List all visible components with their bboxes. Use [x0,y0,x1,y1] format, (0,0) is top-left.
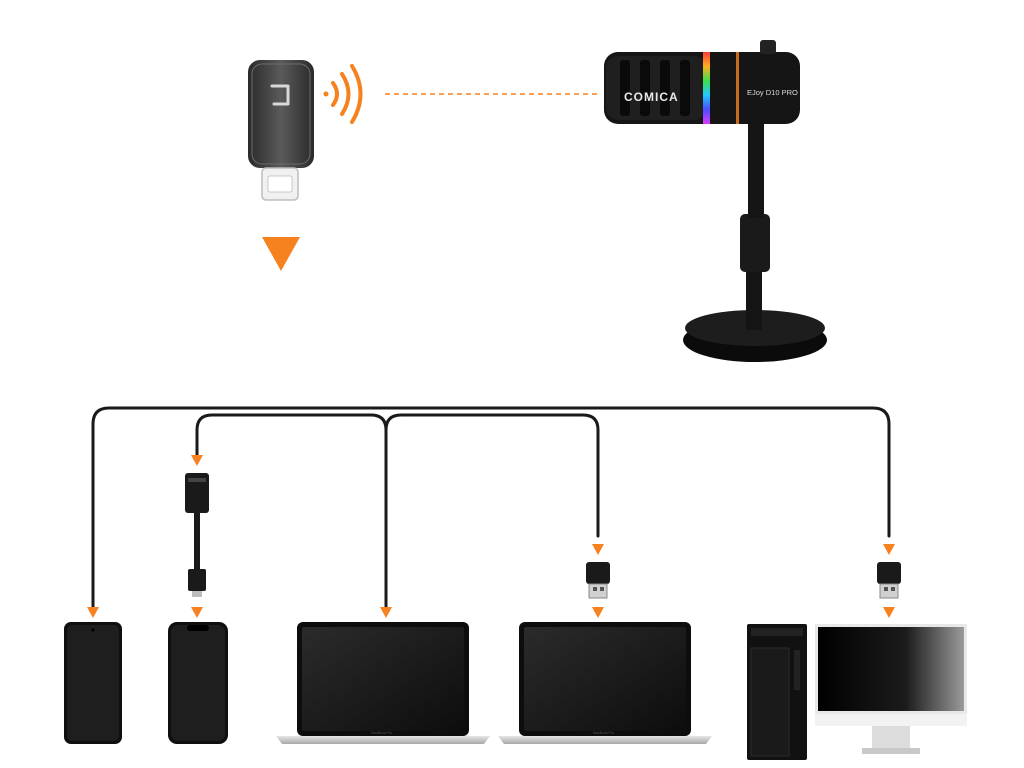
mic-brand-label: COMICA [624,90,679,104]
iphone [168,622,228,744]
usb-a-adapter-laptop [586,544,610,598]
laptop-2-label: MacBook Pro [593,731,614,735]
down-arrow-icon [262,237,300,271]
wireless-signal-icon [324,66,361,122]
android-phone [64,622,122,744]
desktop-monitor [815,624,967,754]
desktop-tower [747,624,807,760]
laptop-1: MacBook Pro [276,622,490,744]
laptop-1-label: MacBook Pro [371,731,392,735]
usb-c-receiver [248,60,314,200]
mic-model-label: EJoy D10 PRO [747,88,798,97]
usb-c-to-lightning-adapter [185,455,209,597]
cable-tree [93,408,889,610]
laptop-2: MacBook Pro [498,622,712,744]
microphone: COMICA EJoy D10 PRO [604,40,827,362]
device-arrows [87,607,895,618]
usb-a-adapter-desktop [877,544,901,598]
